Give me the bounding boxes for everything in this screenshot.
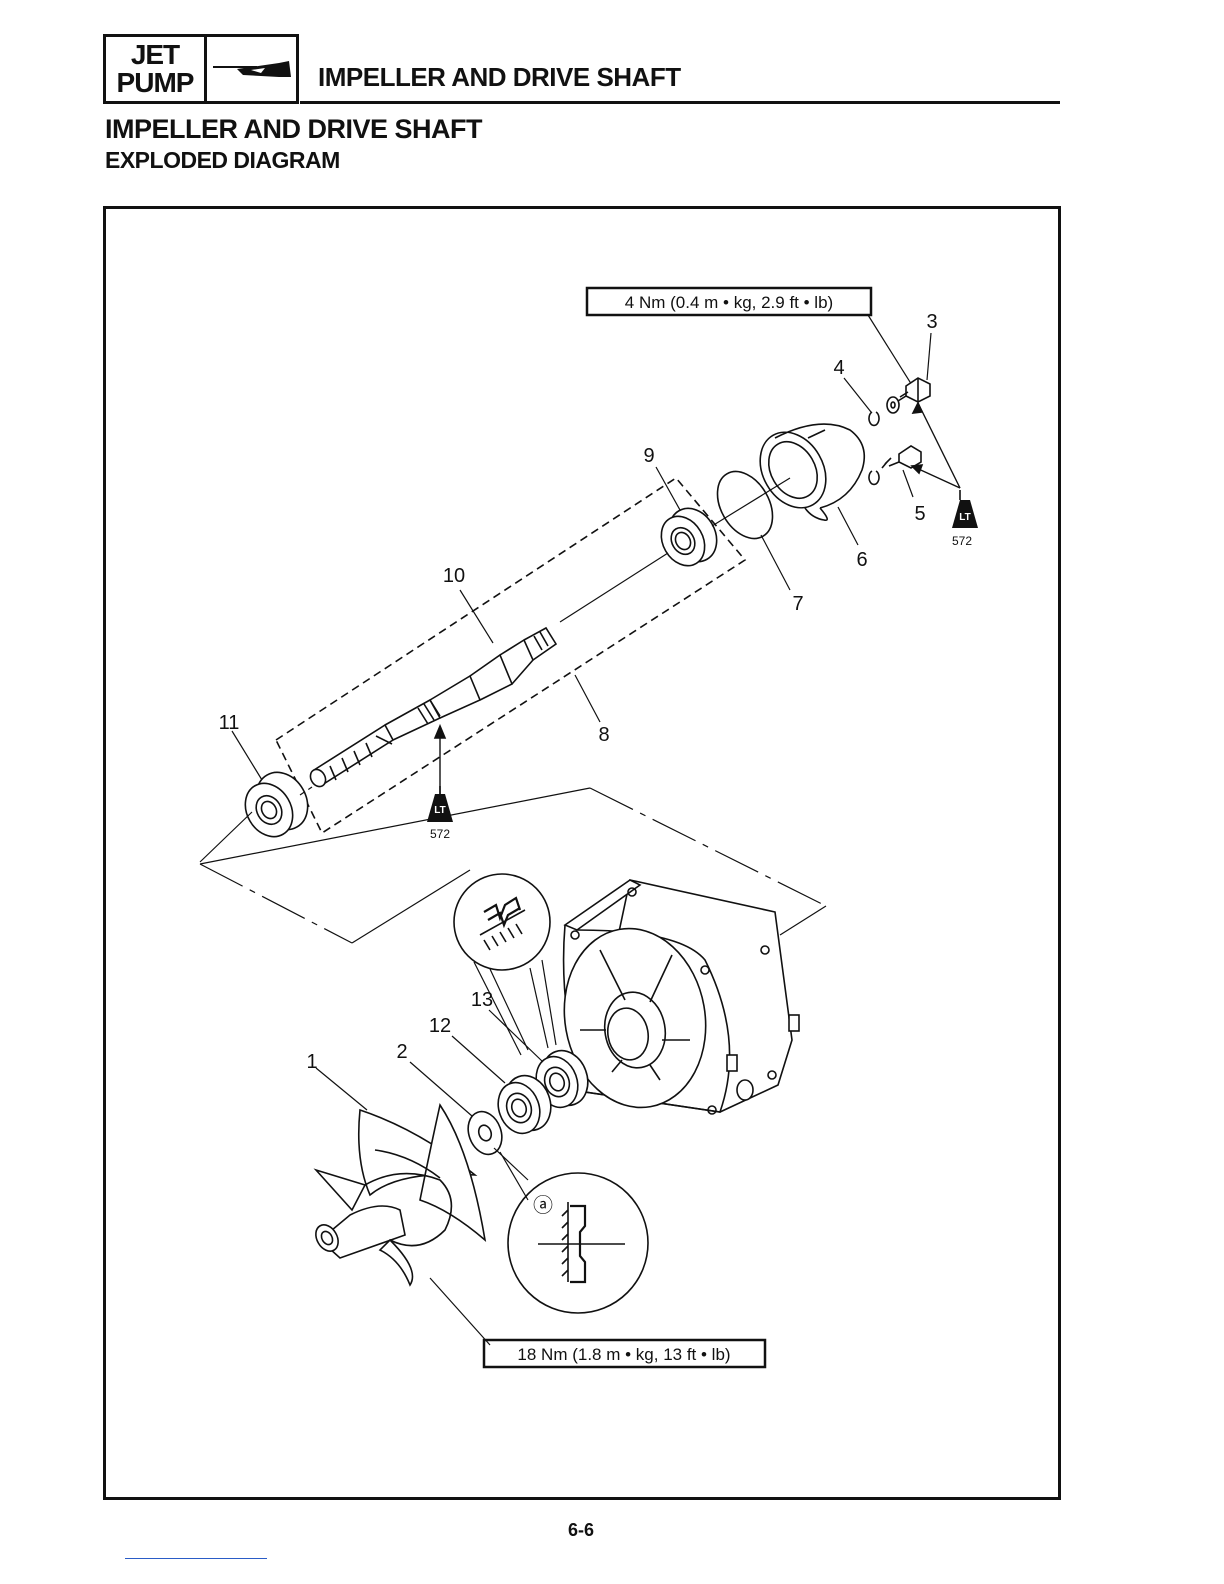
loctite-icon-lower: LT 572 [427, 786, 453, 841]
svg-text:LT: LT [434, 805, 445, 816]
svg-text:572: 572 [952, 534, 972, 548]
part-number-7: 7 [792, 593, 803, 615]
section-subtitle: EXPLODED DIAGRAM [105, 147, 340, 174]
header-title: IMPELLER AND DRIVE SHAFT [318, 62, 681, 93]
jet-pump-icon [207, 37, 296, 101]
drive-shaft-10 [307, 628, 556, 789]
washer-part-3 [887, 397, 899, 413]
impeller-1 [311, 1105, 485, 1285]
part-number-11: 11 [219, 712, 240, 734]
spacer-detail-circle [508, 1173, 648, 1313]
torque-label-upper: 4 Nm (0.4 m • kg, 2.9 ft • lb) [625, 293, 833, 312]
svg-text:572: 572 [430, 827, 450, 841]
housing-6 [747, 420, 864, 520]
torque-label-lower: 18 Nm (1.8 m • kg, 13 ft • lb) [517, 1345, 730, 1364]
bearing-9 [653, 500, 726, 574]
section-badge: JET PUMP [103, 34, 299, 104]
part-number-1: 1 [306, 1051, 317, 1073]
page-number: 6-6 [568, 1520, 594, 1541]
footer-line [125, 1558, 267, 1559]
part-number-9: 9 [643, 445, 654, 467]
loctite-icon-upper: LT 572 [952, 490, 978, 548]
header-rule [300, 101, 1060, 104]
part-number-4: 4 [833, 357, 844, 379]
part-number-13: 13 [471, 989, 493, 1011]
detail-label-a: ⓐ [533, 1194, 553, 1217]
badge-line-jet: JET [131, 41, 179, 69]
part-number-10: 10 [443, 565, 465, 587]
part-number-12: 12 [429, 1015, 451, 1037]
part-number-2: 2 [396, 1041, 407, 1063]
diagram-drawing: LT 572 LT 572 4 Nm (0.4 m • kg, 2.9 ft •… [106, 209, 1058, 1497]
badge-line-pump: PUMP [117, 69, 194, 97]
lockwasher-4 [869, 412, 879, 425]
svg-text:LT: LT [959, 512, 970, 523]
part-number-5: 5 [914, 503, 925, 525]
part-number-3: 3 [926, 311, 937, 333]
section-title: IMPELLER AND DRIVE SHAFT [105, 114, 482, 145]
bolt-3 [898, 378, 930, 402]
bolt-5 [882, 446, 921, 468]
bearing-11 [236, 763, 318, 845]
part-number-6: 6 [856, 549, 867, 571]
badge-text: JET PUMP [106, 37, 207, 101]
part-number-8: 8 [598, 724, 609, 746]
exploded-diagram: LT 572 LT 572 4 Nm (0.4 m • kg, 2.9 ft •… [103, 206, 1061, 1500]
lockwasher-5 [869, 471, 879, 484]
